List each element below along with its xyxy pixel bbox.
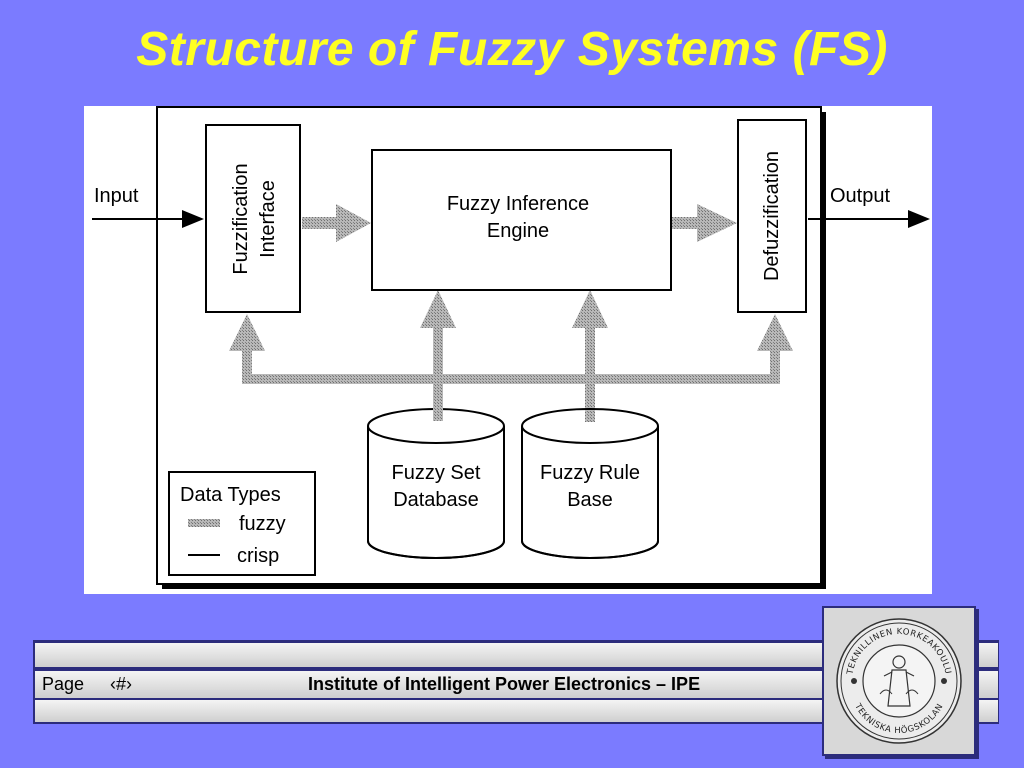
- fuzzy-rule-label: Fuzzy Rule: [540, 462, 640, 484]
- footer-page-number: ‹#›: [110, 674, 132, 694]
- fuzzy-system-diagram: Input Output Fuzzification Interface Fuz…: [92, 106, 930, 589]
- inference-engine-line1: Fuzzy Inference: [447, 193, 589, 215]
- defuzzification-label: Defuzzification: [761, 151, 783, 281]
- bus-stub-rule-base: [585, 410, 595, 422]
- footer-page-label: Page: [42, 674, 85, 694]
- interface-label: Interface: [257, 180, 279, 258]
- slide-title: Structure of Fuzzy Systems (FS): [136, 23, 888, 76]
- fuzzy-set-label: Fuzzy Set: [392, 462, 481, 484]
- fuzzy-arrow-fuzzification-to-engine: [302, 204, 371, 242]
- defuzzification-box: [737, 119, 807, 313]
- database-label: Database: [393, 489, 479, 511]
- input-arrow: [92, 210, 204, 228]
- university-seal-logo: TEKNILLINEN KORKEAKOULU TEKNISKA HÖGSKOL…: [836, 618, 962, 744]
- footer-institute-name: Institute of Intelligent Power Electroni…: [308, 674, 701, 694]
- fuzzy-set-database-cylinder: [367, 408, 505, 559]
- fuzzy-rule-base-cylinder: [521, 408, 659, 559]
- inference-engine-line2: Engine: [487, 220, 549, 242]
- legend-title: Data Types: [180, 484, 281, 506]
- legend-fuzzy-swatch: [188, 519, 220, 527]
- university-logo-frame: TEKNILLINEN KORKEAKOULU TEKNISKA HÖGSKOL…: [822, 606, 976, 756]
- footer-stripe-bottom: [35, 700, 998, 722]
- output-arrow: [808, 210, 930, 228]
- fuzzy-bus: [229, 290, 793, 425]
- legend-fuzzy-label: fuzzy: [239, 513, 286, 535]
- output-label: Output: [830, 185, 890, 207]
- fuzzy-inference-engine-box: [371, 149, 672, 291]
- input-label: Input: [94, 185, 139, 207]
- fuzzification-label: Fuzzification: [230, 163, 252, 274]
- base-label: Base: [567, 489, 613, 511]
- fuzzification-interface-box: [205, 124, 301, 313]
- fuzzy-arrow-engine-to-defuzzification: [672, 204, 737, 242]
- diagram-panel: Input Output Fuzzification Interface Fuz…: [84, 106, 932, 594]
- legend-crisp-label: crisp: [237, 545, 279, 567]
- bus-stub-database: [433, 405, 443, 421]
